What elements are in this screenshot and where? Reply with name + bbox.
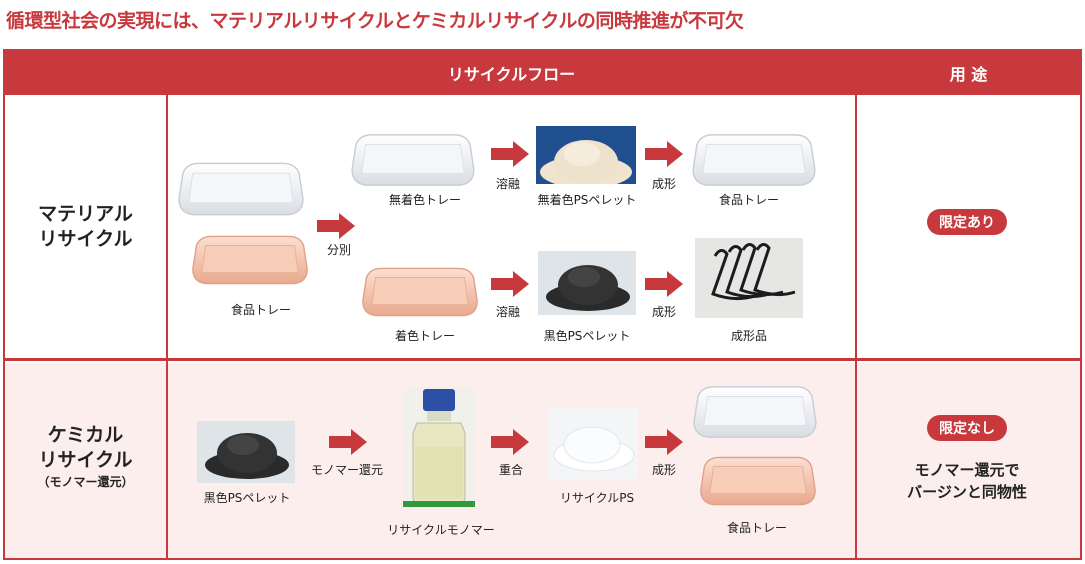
chem-black-pellet-caption: 黒色PSペレット	[203, 491, 291, 505]
usage-badge-unlimited: 限定なし	[927, 415, 1007, 441]
divider	[855, 51, 857, 558]
sort-arrow-icon	[317, 213, 355, 239]
chem-white-tray-image	[691, 383, 819, 441]
pink-tray-image	[191, 229, 309, 291]
molded-product-caption: 成形品	[730, 329, 768, 343]
material-recycle-label: マテリアル リサイクル	[5, 202, 166, 252]
colored-tray-image	[361, 263, 479, 321]
melt-caption-1: 溶融	[495, 177, 521, 191]
melt-arrow-icon	[491, 141, 529, 167]
header-blank-cell	[5, 51, 166, 95]
recycle-ps-photo	[548, 407, 638, 479]
header-flow: リサイクルフロー	[168, 51, 855, 95]
header-usage: 用 途	[857, 51, 1080, 95]
chemical-usage-text: モノマー還元で バージンと同物性	[907, 459, 1027, 503]
chemical-label-sub: （モノマー還元）	[37, 475, 134, 489]
colored-tray-caption: 着色トレー	[394, 329, 456, 343]
recycle-monomer-caption: リサイクルモノマー	[387, 523, 495, 537]
food-tray-caption: 食品トレー	[230, 303, 292, 317]
food-tray-output-caption: 食品トレー	[718, 193, 780, 207]
recycle-monomer-bottle-photo	[403, 387, 475, 507]
mold-caption-2: 成形	[651, 305, 677, 319]
chem-food-tray-caption: 食品トレー	[726, 521, 788, 535]
melt-arrow-icon	[491, 271, 529, 297]
black-pellet-caption: 黒色PSペレット	[543, 329, 631, 343]
headline: 循環型社会の実現には、マテリアルリサイクルとケミカルリサイクルの同時推進が不可欠	[6, 10, 744, 32]
recycle-ps-caption: リサイクルPS	[559, 491, 635, 505]
mold-caption-1: 成形	[651, 177, 677, 191]
black-pellet-photo	[197, 421, 295, 483]
recycle-table: リサイクルフロー 用 途 マテリアル リサイクル 食品トレー 分別 無着色トレー…	[3, 49, 1082, 560]
uncolored-pellet-caption: 無着色PSペレット	[537, 193, 637, 207]
polymerize-caption: 重合	[498, 463, 524, 477]
molded-product-photo	[695, 238, 803, 318]
sort-caption: 分別	[326, 243, 352, 257]
monomer-reduction-caption: モノマー還元	[310, 463, 384, 477]
white-tray-image	[177, 159, 305, 219]
material-label-line1: マテリアル	[38, 203, 133, 225]
mold-arrow-icon	[645, 429, 683, 455]
food-tray-output-image	[687, 131, 821, 189]
chemical-label-line2: リサイクル	[38, 449, 133, 471]
chemical-row-bg	[5, 363, 1080, 558]
melt-caption-2: 溶融	[495, 305, 521, 319]
chemical-recycle-label: ケミカル リサイクル （モノマー還元）	[5, 423, 166, 491]
uncolored-pellet-photo	[536, 126, 636, 184]
usage-line1: モノマー還元で	[914, 461, 1020, 479]
chem-pink-tray-image	[699, 451, 817, 511]
usage-badge-limited: 限定あり	[927, 209, 1007, 235]
uncolored-tray-image	[347, 131, 479, 189]
usage-line2: バージンと同物性	[907, 483, 1027, 501]
uncolored-tray-caption: 無着色トレー	[388, 193, 462, 207]
mold-arrow-icon	[645, 141, 683, 167]
chem-mold-caption: 成形	[651, 463, 677, 477]
polymerize-arrow-icon	[491, 429, 529, 455]
divider	[5, 358, 1080, 361]
monomer-arrow-icon	[329, 429, 367, 455]
black-pellet-photo	[538, 251, 636, 315]
mold-arrow-icon	[645, 271, 683, 297]
divider	[166, 51, 168, 558]
chemical-label-line1: ケミカル	[47, 424, 124, 446]
material-label-line2: リサイクル	[38, 228, 133, 250]
